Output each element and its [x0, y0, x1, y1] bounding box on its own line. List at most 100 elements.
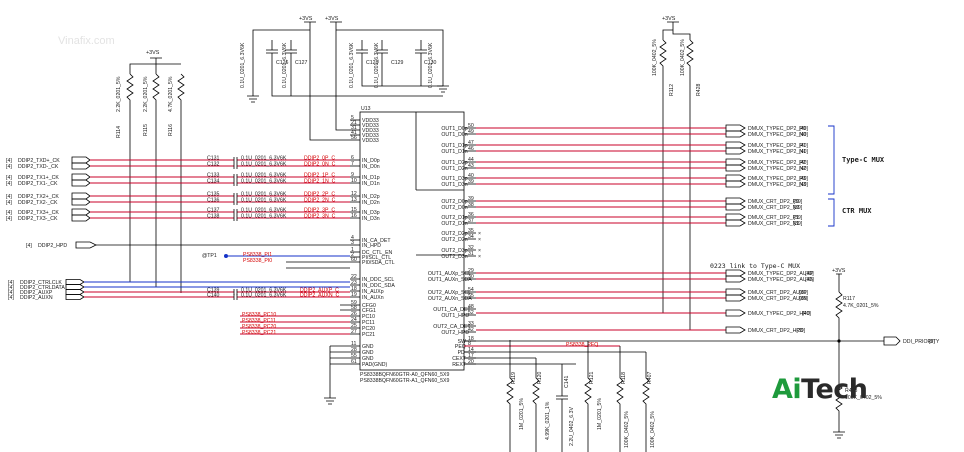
left-pin-num: 1 [351, 247, 354, 253]
decoupling-cap-bank: 0.1U_0201_6.3V6K C126 0.1U_0201_6.3V6K C… [240, 40, 449, 103]
left-pin-name: IN_D1p [362, 175, 380, 181]
right-net-tag: [40] [799, 176, 808, 182]
right-pin-num: 49 [468, 129, 474, 135]
left-pin-num: 2 [351, 252, 354, 258]
typec-mux-label: Type-C MUX [842, 156, 885, 164]
left-net-name: DDIP2_TX2-_CK [18, 200, 58, 206]
coupling-cap-ref: C136 [207, 198, 220, 204]
c129-value: 0.1U_0201_6.3V6K [374, 42, 380, 88]
testpoint-label: @TP1 [202, 253, 217, 259]
r112-ref: R112 [669, 84, 675, 96]
right-net-tag: [40] [799, 132, 808, 138]
right-net-name: DMUX_TYPEC_DP2_P1 [748, 143, 806, 149]
left-pin-name: PI/SCL_CTL [362, 255, 391, 261]
coupling-cap-value: 0.1U_0201_6.3V6K [241, 198, 287, 204]
r120-ref: R120 [537, 371, 543, 384]
right-net-name: DMUX_TYPEC_DP2_N3 [748, 182, 806, 188]
right-pin-num: 8 [468, 341, 471, 347]
left-pin-name: VDD33 [362, 118, 379, 124]
right-pin-num: 48 [468, 304, 474, 310]
left-pin-num: 18 [351, 286, 357, 292]
left-pin-name: GND [362, 356, 374, 362]
right-pullups: 100K_0402_5% R112 100K_0402_5% R428 [652, 39, 720, 331]
coupling-cap-net: DDIP2_1P_C [304, 173, 335, 179]
left-pin-name: IN_D1n [362, 181, 380, 187]
right-net-name: DMUX_TYPEC_DP2_N2 [748, 166, 806, 172]
right-net-name: DMUX_TYPEC_DP2_N1 [748, 149, 806, 155]
left-net-tag: [4] [6, 194, 12, 200]
left-pin-name: VDD33 [362, 138, 379, 144]
left-net-name: DDIP2_TX1-_CK [18, 181, 58, 187]
mux-brackets: Type-C MUX CTR MUX 0223 link to Type-C M… [710, 125, 885, 270]
right-pin-name: OUT1_D1p [441, 143, 467, 149]
left-pin-num: 60 [351, 257, 357, 263]
left-net-tag: [4] [26, 243, 32, 249]
right-pin-name: OUT1_D3p [441, 176, 467, 182]
right-net-tag: [39] [794, 215, 803, 221]
r115-ref: R115 [143, 124, 149, 136]
right-pin-name: OUT1_D1n [441, 149, 467, 155]
right-pin-num: 31 [468, 251, 474, 257]
coupling-cap-ref: C137 [207, 208, 220, 214]
c128-value: 0.1U_0201_6.3V6K [349, 42, 355, 88]
coupling-cap-value: 0.1U_0201_6.3V6K [241, 192, 287, 198]
c141-value: 2.2U_0402_6.3V [569, 407, 575, 446]
right-pin-name: PEQ [455, 344, 466, 350]
left-net-tag: [4] [6, 216, 12, 222]
right-net-name: DMUX_CRT_DP2_N0 [748, 205, 799, 211]
right-pin-name: OUT1_HPD [441, 313, 469, 319]
right-pin-name: OUT2_HPD [441, 330, 469, 336]
coupling-cap-net: DDIP2_2P_C [304, 192, 335, 198]
right-net-tag: [39] [794, 199, 803, 205]
left-pin-num: 7 [351, 161, 354, 167]
ps8338-peq-label: PS8338_PEQ [566, 342, 598, 348]
right-pin-name: OUT2_D2n [441, 237, 467, 243]
ps8338-chip: U13 PS8338BQFN60GTR-A0_QFN60_5X9 PS8338B… [350, 106, 481, 384]
left-net-name: DDIP2_HPD [38, 243, 67, 249]
left-pin-num: 3 [351, 240, 354, 246]
right-net-name: DMUX_TYPEC_DP2_AUXN [748, 277, 814, 283]
left-pin-name: PAD(GND) [362, 362, 388, 368]
right-pin-name: OUT2_AUXn_SDA [428, 296, 472, 302]
right-pin-name: SW [458, 339, 466, 345]
left-pin-name: GND [362, 344, 374, 350]
right-pin-num: 17 [468, 353, 474, 359]
right-net-name: DMUX_TYPEC_DP2_P0 [748, 126, 806, 132]
left-pin-num: 16 [351, 213, 357, 219]
right-pin-num: 36 [468, 212, 474, 218]
right-net-tag: [39] [799, 296, 808, 302]
right-pin-name: OUT1_AUXn_SDA [428, 277, 472, 283]
right-output-nets: DMUX_TYPEC_DP2_P0[40]DMUX_TYPEC_DP2_N0[4… [476, 124, 814, 334]
right-net-tag: [40] [799, 143, 808, 149]
coupling-cap-ref: C132 [207, 162, 220, 168]
right-net-name: DMUX_TYPEC_DP2_P2 [748, 160, 806, 166]
right-pin-name: OUT1_D2n [441, 166, 467, 172]
left-pin-name: IN_D2p [362, 194, 380, 200]
left-pin-num: 61 [351, 359, 357, 365]
left-net-tag: [4] [8, 295, 14, 301]
right-pin-num: 47 [468, 140, 474, 146]
coupling-cap-ref: C133 [207, 173, 220, 179]
right-net-tag: [39] [796, 328, 805, 334]
left-net-tag: [4] [6, 164, 12, 170]
coupling-cap-value: 0.1U_0201_6.3V6K [241, 214, 287, 220]
right-pin-name: OUT2_AUXp_SCL [428, 290, 471, 296]
right-pin-name: OUT1_CA_DET [433, 307, 471, 313]
left-pin-num: 13 [351, 197, 357, 203]
c130-value: 0.1U_0201_6.3V6K [428, 42, 434, 88]
coupling-cap-value: 0.1U_0201_6.3V6K [241, 288, 287, 294]
left-net-tag: [4] [6, 200, 12, 206]
r119-ref: R119 [511, 372, 517, 384]
right-pin-num: 44 [468, 157, 474, 163]
coupling-cap-net: DDIP2_3N_C [304, 214, 336, 220]
left-pin-num: 28 [351, 347, 357, 353]
right-pin-num: 52 [468, 310, 474, 316]
coupling-cap-net: DDIP2_3P_C [304, 208, 335, 214]
right-net-name: DMUX_CRT_DP2_HPD [748, 328, 804, 334]
coupling-cap-net: DDIP2_2N_C [304, 198, 336, 204]
right-pin-num: 30 [468, 274, 474, 280]
left-pin-name: IN_AUXp [362, 289, 384, 295]
c126-value: 0.1U_0201_6.3V6K [240, 42, 246, 88]
